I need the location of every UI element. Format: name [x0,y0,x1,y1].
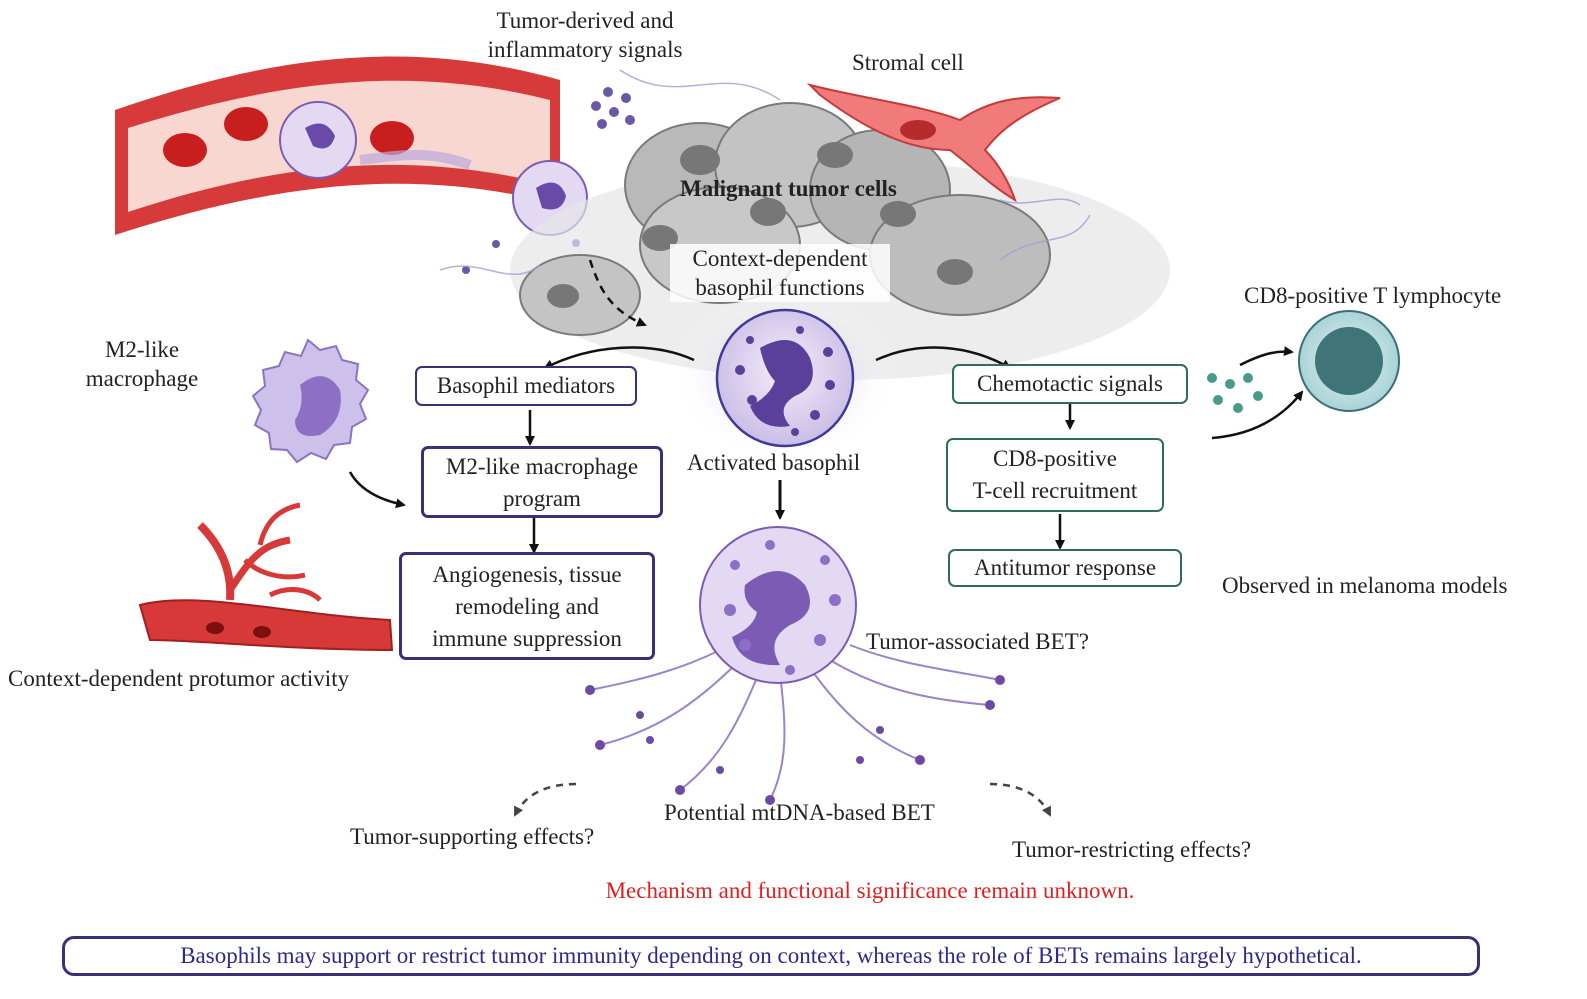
cd8-recruitment-box: CD8-positive T-cell recruitment [946,438,1164,512]
blood-vessel-icon [115,56,560,235]
mechanism-warning: Mechanism and functional significance re… [605,878,1135,903]
summary-footer: Basophils may support or restrict tumor … [62,936,1480,976]
context-functions-line-2: basophil functions [695,275,865,300]
cd8-recruitment-line-2: T-cell recruitment [972,478,1138,503]
chemotactic-signals-box: Chemotactic signals [952,364,1188,404]
activated-basophil-icon [670,290,900,460]
bet-basophil-icon [585,526,1005,805]
mtdna-bet-label: Potential mtDNA-based BET [664,800,935,825]
tumor-bet-label: Tumor-associated BET? [866,629,1089,654]
chemokine-icon [1207,373,1263,413]
arrows [348,259,1304,554]
m2-macrophage-line-2: macrophage [85,366,199,391]
tumor-signals-line-1: Tumor-derived and [496,8,674,33]
extracellular-matrix-icon [439,69,1091,275]
dashed-arrows [513,782,1052,817]
basophil-mediators-box: Basophil mediators [415,366,637,406]
melanoma-label: Observed in melanoma models [1222,573,1508,598]
tumor-restricting-label: Tumor-restricting effects? [1012,837,1252,862]
malignant-cells-label: Malignant tumor cells [680,176,897,201]
tumor-signals-label: Tumor-derived and inflammatory signals [470,6,700,64]
m2-program-line-1: M2-like macrophage [445,454,639,479]
angiogenesis-line-3: immune suppression [432,626,622,651]
activated-basophil-label: Activated basophil [687,450,861,475]
cd8-t-cell-icon [1298,310,1400,412]
stromal-cell-icon [806,83,1061,203]
m2-macrophage-line-1: M2-like [104,337,180,362]
tumor-signals-line-2: inflammatory signals [487,37,683,62]
angiogenesis-line-2: remodeling and [455,594,599,619]
m2-macrophage-label: M2-like macrophage [72,335,212,393]
antitumor-response-box: Antitumor response [948,549,1182,587]
angiogenesis-vessel-icon [138,502,394,652]
angiogenesis-box: Angiogenesis, tissue remodeling and immu… [399,552,655,660]
context-functions-line-1: Context-dependent [692,246,868,271]
angiogenesis-line-1: Angiogenesis, tissue [432,562,622,587]
cd8-lymphocyte-label: CD8-positive T lymphocyte [1244,283,1502,308]
protumor-activity-label: Context-dependent protumor activity [8,666,350,691]
stromal-cell-label: Stromal cell [852,50,964,75]
tumor-supporting-label: Tumor-supporting effects? [350,824,595,849]
cd8-recruitment-line-1: CD8-positive [993,446,1117,471]
m2-program-box: M2-like macrophage program [421,446,663,518]
context-functions-label: Context-dependent basophil functions [670,244,890,302]
m2-program-line-2: program [503,486,581,511]
m2-macrophage-icon [251,338,370,464]
